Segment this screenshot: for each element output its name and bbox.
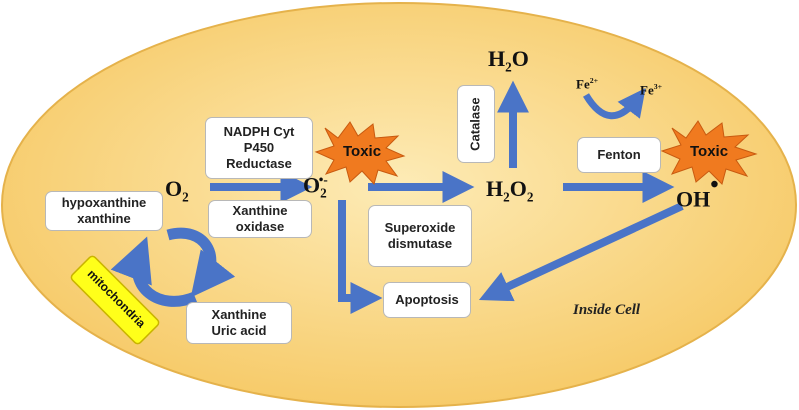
hydroxyl-radical-dot: •	[710, 172, 719, 198]
xanthine-oxidase-box: Xanthine oxidase	[208, 200, 312, 238]
fe3-charge: 3+	[653, 82, 663, 91]
superoxide-dismutase-box: Superoxide dismutase	[368, 205, 472, 267]
toxic-burst-1	[314, 121, 406, 185]
catalase-label: Catalase	[467, 97, 483, 151]
o2-symbol: O	[165, 176, 183, 201]
h2o-sub: 2	[505, 59, 512, 75]
h2o-species: H2O	[488, 46, 529, 75]
inside-cell-label: Inside Cell	[573, 302, 641, 318]
arrow-superoxide-to-apoptosis	[338, 200, 383, 314]
fe2-symbol: Fe	[576, 76, 590, 92]
h2o2-h: H	[486, 176, 504, 201]
h2o-o: O	[511, 46, 529, 71]
superoxide-superscript: •-	[318, 172, 328, 187]
fe-cycle-arrow	[582, 87, 646, 120]
catalase-box: Catalase	[457, 85, 495, 163]
mitochondria-shape	[70, 255, 160, 345]
fe3-species: Fe3+	[640, 82, 662, 98]
o2-species: O2	[165, 176, 189, 205]
o2-subscript: 2	[182, 189, 189, 205]
nadph-reductase-box: NADPH Cyt P450 Reductase	[205, 117, 313, 179]
hypoxanthine-box: hypoxanthine xanthine	[45, 191, 163, 231]
hydroxyl-symbol: OH	[676, 186, 711, 212]
toxic-burst-2	[660, 120, 758, 185]
toxic-label-2: Toxic	[690, 143, 729, 160]
h2o2-sub2: 2	[526, 189, 534, 205]
cycle-arrow-left	[110, 236, 198, 307]
arrow-hydroxyl-to-apoptosis	[478, 202, 684, 302]
hydroxyl-species: OH•	[676, 172, 719, 212]
fe2-species: Fe2+	[576, 76, 598, 92]
fe3-symbol: Fe	[640, 82, 654, 98]
cycle-arrow-right	[166, 227, 236, 298]
toxic-label-1: Toxic	[343, 143, 382, 160]
superoxide-subscript: 2	[320, 185, 327, 201]
h2o2-o: O	[509, 176, 527, 201]
fenton-box: Fenton	[577, 137, 661, 173]
h2o2-species: H2O2	[486, 176, 533, 205]
h2o2-sub1: 2	[503, 189, 510, 205]
xanthine-uric-acid-box: Xanthine Uric acid	[186, 302, 292, 344]
apoptosis-box: Apoptosis	[383, 282, 471, 318]
fe2-charge: 2+	[589, 76, 599, 85]
h2o-h: H	[488, 46, 506, 71]
